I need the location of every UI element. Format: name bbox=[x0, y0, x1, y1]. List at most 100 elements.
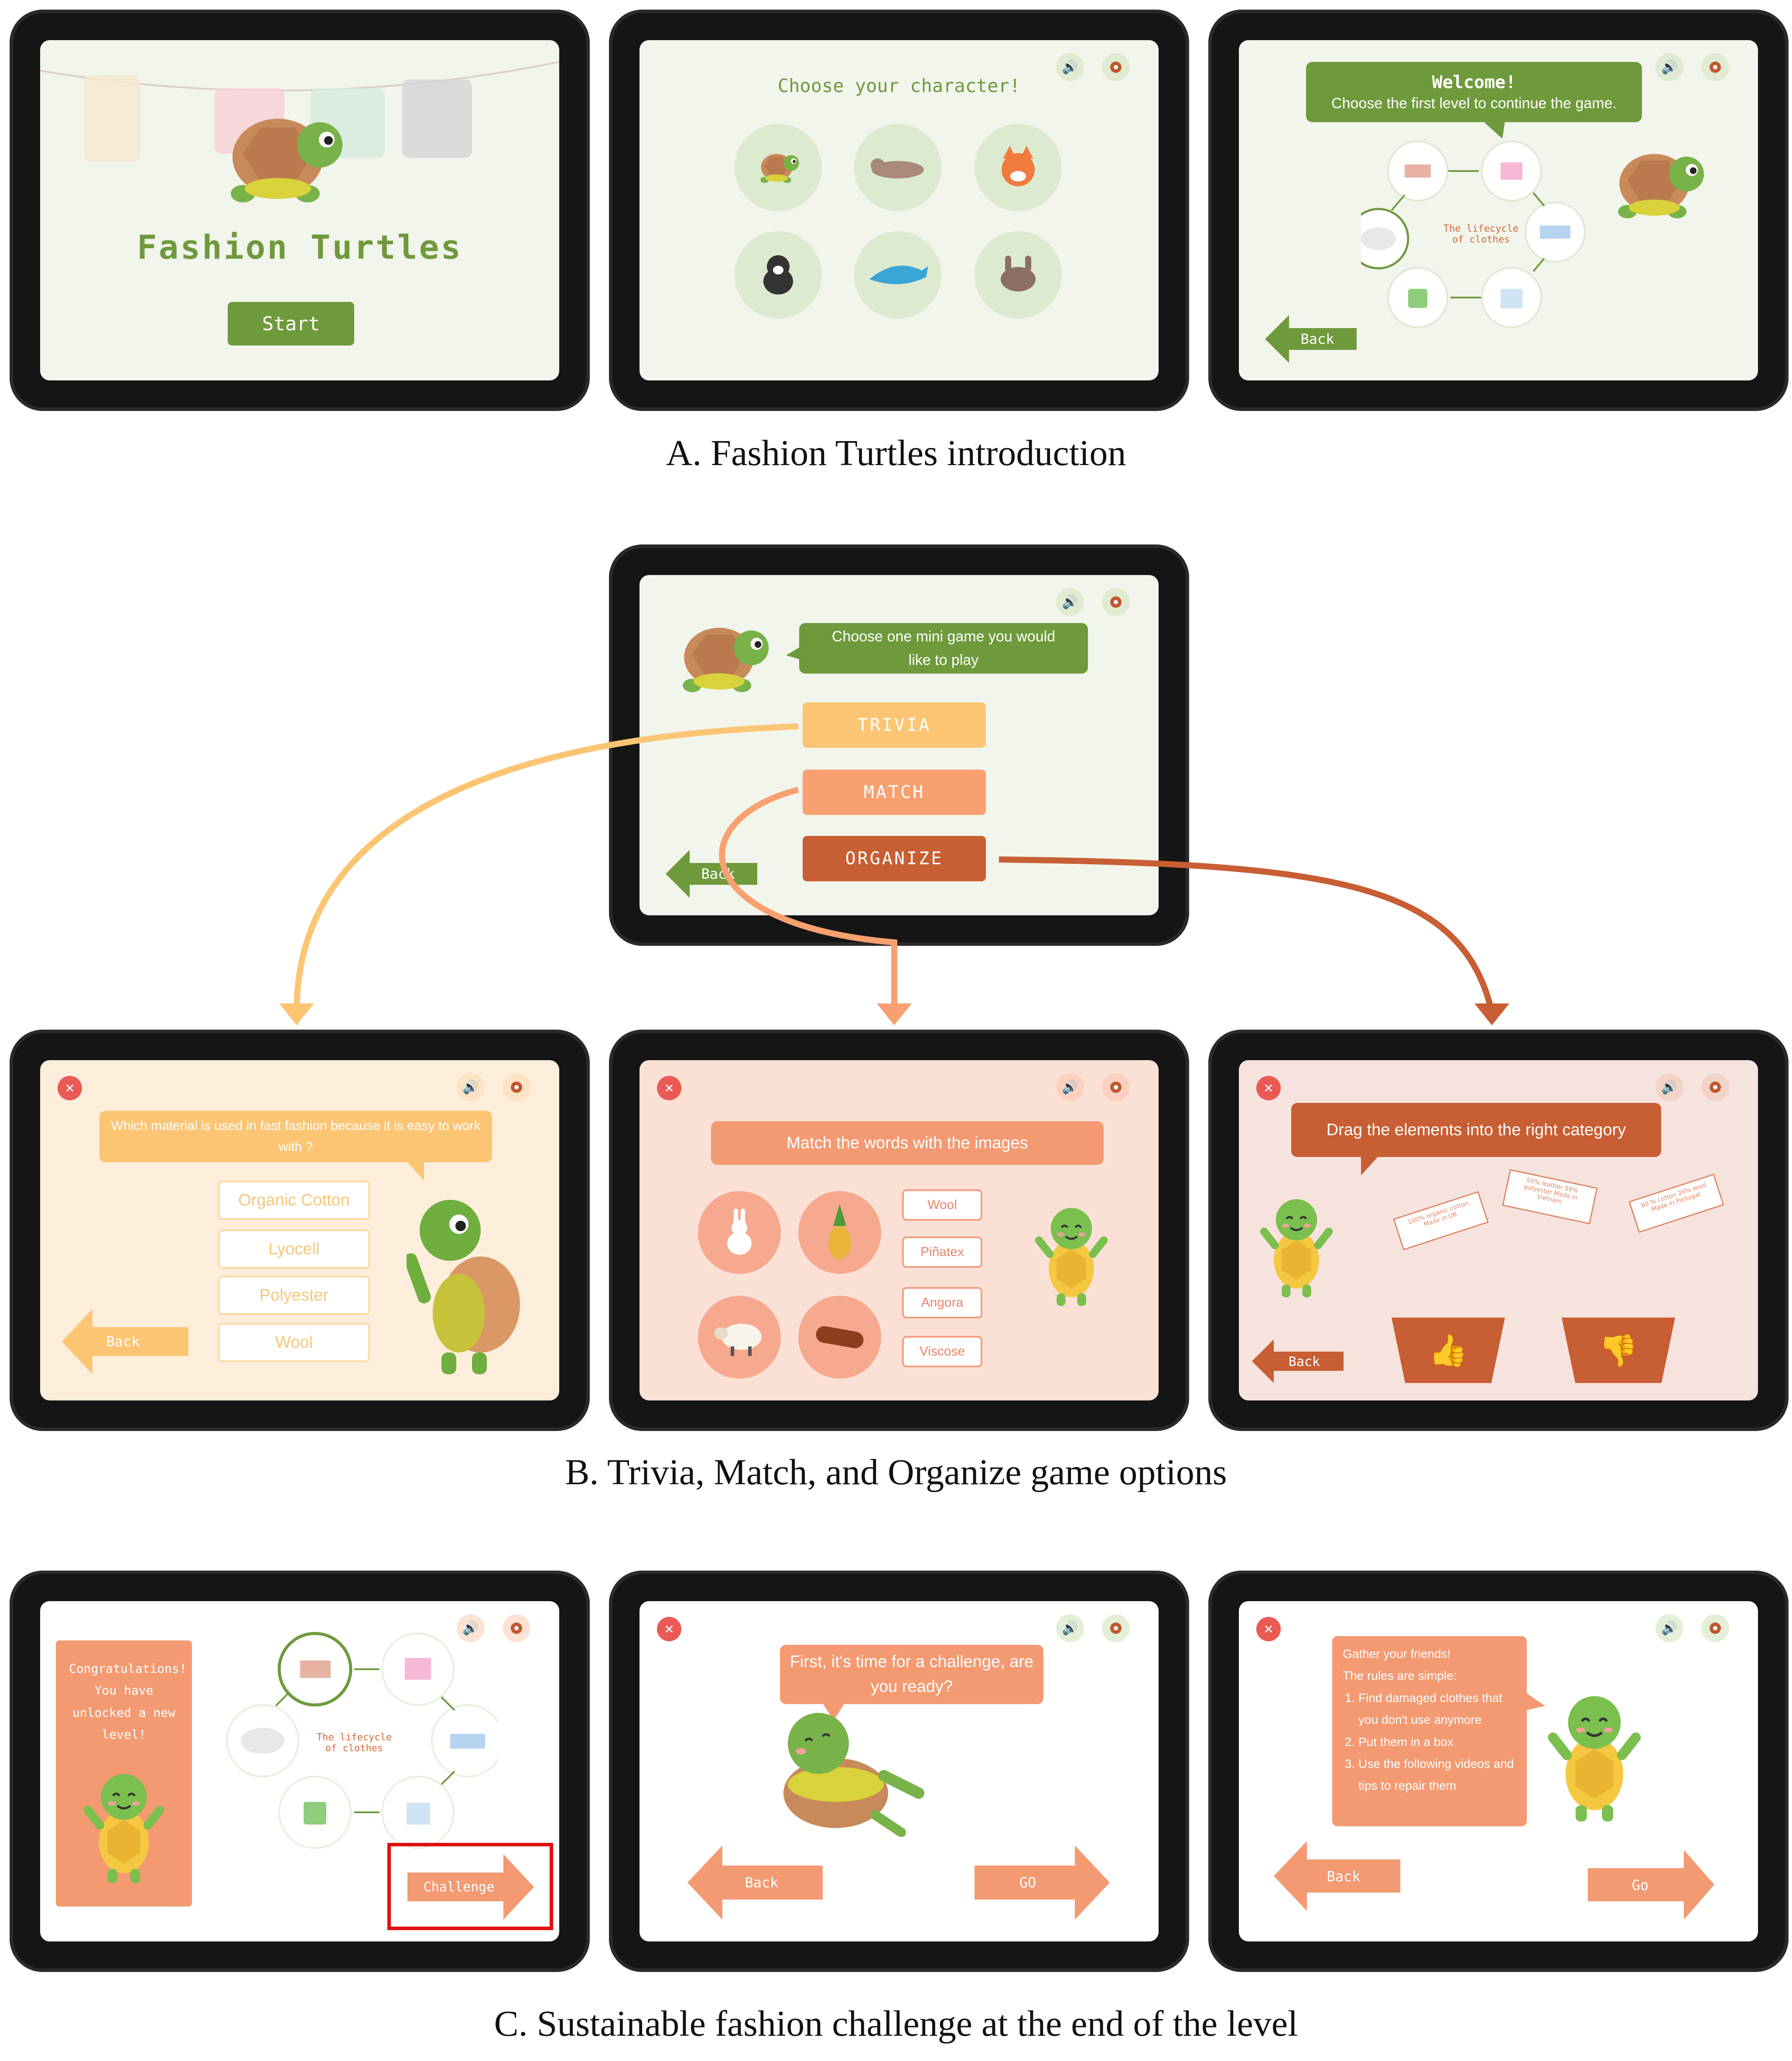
character-fox[interactable] bbox=[975, 124, 1062, 211]
challenge-highlight-frame bbox=[387, 1843, 553, 1930]
bubble-tail bbox=[1526, 1693, 1545, 1710]
dog-icon bbox=[763, 255, 793, 294]
challenge-rules-screen: ✕ 🔊 Gather your friends! The rules are s… bbox=[1239, 1601, 1758, 1941]
settings-button[interactable] bbox=[1701, 53, 1729, 81]
settings-button[interactable] bbox=[1102, 1073, 1130, 1101]
seal-icon bbox=[871, 158, 924, 178]
sound-button[interactable]: 🔊 bbox=[1056, 1614, 1084, 1642]
word-chip[interactable]: Viscose bbox=[902, 1336, 982, 1367]
go-label[interactable]: GO bbox=[1019, 1874, 1036, 1891]
clothing-label-tag[interactable]: 50% leather 50% polyester Made in Vietna… bbox=[1502, 1169, 1598, 1225]
settings-button[interactable] bbox=[1102, 53, 1130, 81]
tablet-challenge-ready: ✕ 🔊 First, it's time for a challenge, ar… bbox=[609, 1571, 1189, 1972]
tablet-character-select: 🔊 Choose your character! bbox=[609, 10, 1189, 411]
close-button[interactable]: ✕ bbox=[1256, 1617, 1281, 1641]
character-donkey[interactable] bbox=[975, 231, 1062, 318]
sound-button[interactable]: 🔊 bbox=[1655, 53, 1683, 81]
thumbs-up-bin[interactable]: 👍 bbox=[1392, 1318, 1505, 1383]
close-button[interactable]: ✕ bbox=[1256, 1076, 1281, 1100]
settings-button[interactable] bbox=[1701, 1614, 1729, 1642]
sound-button[interactable]: 🔊 bbox=[457, 1614, 485, 1642]
clothing-label-tag[interactable]: 100% organic cotton Made in UK bbox=[1393, 1191, 1489, 1250]
trivia-question-text: Which material is used in fast fashion b… bbox=[111, 1119, 481, 1154]
sound-button[interactable]: 🔊 bbox=[1056, 53, 1084, 81]
sound-button[interactable]: 🔊 bbox=[1655, 1614, 1683, 1642]
gear-icon bbox=[1110, 62, 1122, 73]
sound-button[interactable]: 🔊 bbox=[1056, 1073, 1084, 1101]
close-button[interactable]: ✕ bbox=[58, 1076, 82, 1100]
tablet-match: ✕ 🔊 Match the words with the images Wool… bbox=[609, 1030, 1189, 1431]
back-arrow-button[interactable] bbox=[62, 1309, 193, 1374]
organize-prompt-text: Drag the elements into the right categor… bbox=[1326, 1120, 1626, 1139]
image-sheep[interactable] bbox=[698, 1296, 781, 1379]
back-label[interactable]: Back bbox=[745, 1874, 779, 1891]
go-label[interactable]: Go bbox=[1631, 1877, 1649, 1893]
word-chip[interactable]: Piñatex bbox=[902, 1236, 982, 1268]
menu-prompt: Choose one mini game you would like to p… bbox=[799, 623, 1088, 674]
fox-icon bbox=[1002, 146, 1035, 186]
back-arrow-button[interactable] bbox=[687, 1845, 827, 1920]
word-chip[interactable]: Wool bbox=[902, 1189, 982, 1221]
turtle-mascot bbox=[231, 119, 342, 202]
back-arrow-button[interactable] bbox=[666, 850, 762, 898]
word-chip[interactable]: Angora bbox=[902, 1287, 982, 1318]
tablet-challenge-rules: ✕ 🔊 Gather your friends! The rules are s… bbox=[1208, 1571, 1789, 1972]
challenge-ready-screen: ✕ 🔊 First, it's time for a challenge, ar… bbox=[640, 1601, 1159, 1941]
thumbs-down-bin[interactable]: 👎 bbox=[1562, 1318, 1675, 1383]
back-arrow-button[interactable] bbox=[1252, 1339, 1348, 1383]
tablet-trivia: ✕ 🔊 Which material is used in fast fashi… bbox=[10, 1030, 590, 1431]
image-pineapple[interactable] bbox=[798, 1191, 881, 1274]
answer-option[interactable]: Wool bbox=[218, 1323, 370, 1362]
challenge-label[interactable]: Challenge bbox=[423, 1879, 495, 1895]
settings-button[interactable] bbox=[1102, 588, 1130, 616]
back-label[interactable]: Back bbox=[1288, 1354, 1320, 1369]
organize-button[interactable]: ORGANIZE bbox=[803, 836, 986, 881]
answer-option[interactable]: Organic Cotton bbox=[218, 1181, 370, 1220]
back-label[interactable]: Back bbox=[106, 1333, 140, 1350]
rules-title: The rules are simple: bbox=[1343, 1669, 1457, 1683]
answer-option[interactable]: Lyocell bbox=[218, 1229, 370, 1269]
tag-text: 50% leather 50% polyester Made in Vietna… bbox=[1523, 1177, 1579, 1205]
settings-button[interactable] bbox=[503, 1073, 530, 1101]
bubble-tail bbox=[1361, 1156, 1378, 1175]
settings-button[interactable] bbox=[503, 1614, 530, 1642]
character-turtle[interactable] bbox=[735, 124, 822, 211]
character-dog[interactable] bbox=[735, 231, 822, 318]
back-arrow-button[interactable] bbox=[1265, 315, 1361, 363]
start-button[interactable]: Start bbox=[228, 302, 354, 346]
answer-option[interactable]: Polyester bbox=[218, 1276, 370, 1315]
settings-button[interactable] bbox=[1701, 1073, 1729, 1101]
image-wood[interactable] bbox=[798, 1296, 881, 1379]
match-button[interactable]: MATCH bbox=[803, 770, 986, 815]
game-title: Fashion Turtles bbox=[137, 228, 463, 267]
tablet-organize: ✕ 🔊 Drag the elements into the right cat… bbox=[1208, 1030, 1789, 1431]
sound-button[interactable]: 🔊 bbox=[1056, 588, 1084, 616]
back-arrow-button[interactable] bbox=[1274, 1841, 1405, 1911]
go-arrow-button[interactable] bbox=[1588, 1850, 1719, 1920]
back-label[interactable]: Back bbox=[1327, 1868, 1361, 1885]
character-seal[interactable] bbox=[854, 124, 941, 211]
character-dolphin[interactable] bbox=[854, 231, 941, 318]
bubble-tail bbox=[1483, 121, 1505, 139]
lifecycle-diagram bbox=[226, 1632, 498, 1849]
turtle-mascot bbox=[783, 1713, 924, 1837]
back-label[interactable]: Back bbox=[1300, 331, 1334, 347]
sound-button[interactable]: 🔊 bbox=[1655, 1073, 1683, 1101]
challenge-arrow-button[interactable] bbox=[407, 1854, 538, 1920]
sheep-icon bbox=[714, 1324, 762, 1356]
pineapple-icon bbox=[828, 1204, 851, 1259]
go-arrow-button[interactable] bbox=[975, 1845, 1114, 1920]
settings-button[interactable] bbox=[1102, 1614, 1130, 1642]
gear-icon bbox=[1110, 1082, 1122, 1093]
clothing-label-tag[interactable]: 80 % cotton 20% wool Made in Portugal bbox=[1628, 1174, 1724, 1233]
close-button[interactable]: ✕ bbox=[657, 1076, 681, 1100]
flow-arrows bbox=[279, 723, 1509, 1025]
rule-item: Use the following videos and tips to rep… bbox=[1358, 1753, 1516, 1797]
congrats-screen: 🔊 Congratulations! You have unlocked a n… bbox=[40, 1601, 559, 1941]
close-button[interactable]: ✕ bbox=[657, 1617, 681, 1641]
trivia-screen: ✕ 🔊 Which material is used in fast fashi… bbox=[40, 1060, 559, 1400]
wood-log-icon bbox=[816, 1326, 864, 1349]
trivia-button[interactable]: TRIVIA bbox=[803, 702, 986, 748]
image-rabbit[interactable] bbox=[698, 1191, 781, 1274]
sound-button[interactable]: 🔊 bbox=[457, 1073, 485, 1101]
